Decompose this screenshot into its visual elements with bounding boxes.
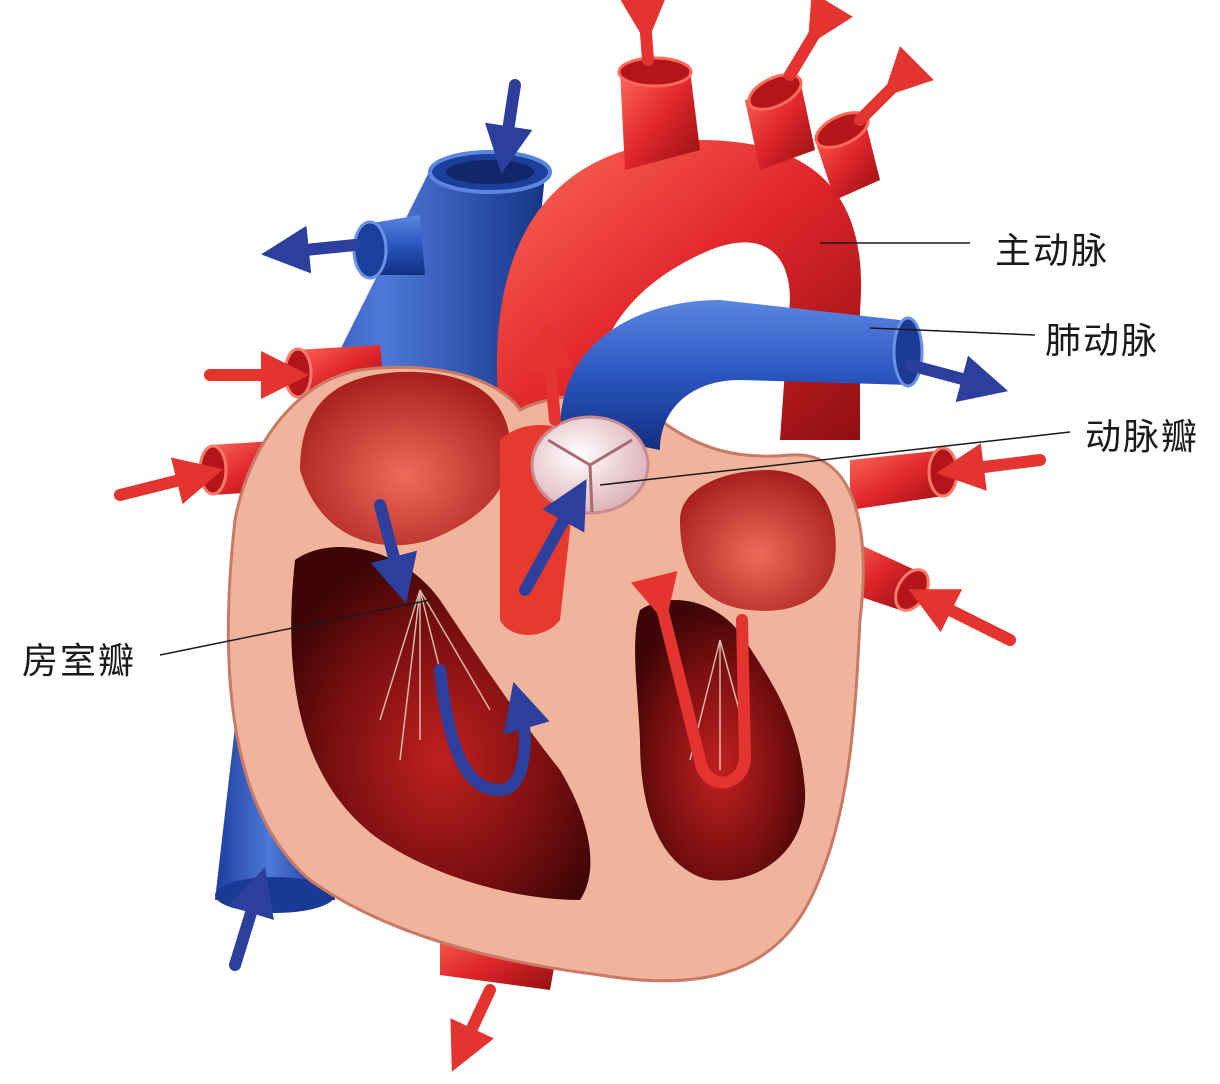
pulmonary-artery: [560, 300, 910, 450]
right-atrium: [300, 371, 511, 546]
leader-av-valve: [159, 599, 431, 656]
leader-pulmonary: [869, 327, 1036, 336]
flow-arrows-deoxygenated: [228, 79, 1009, 971]
leader-arterial-valve: [599, 431, 1071, 486]
label-arterial-valve: 动脉瓣: [1085, 417, 1200, 458]
flow-arrows-oxygenated: [114, 0, 1046, 1072]
arterial-valve: [530, 415, 650, 515]
right-ventricle: [291, 547, 591, 900]
label-aorta: 主动脉: [995, 231, 1110, 272]
leader-lines: [159, 242, 1071, 656]
left-atrium: [680, 470, 836, 611]
label-pulmonary-artery: 肺动脉: [1045, 321, 1160, 362]
label-atrioventricular-valve: 房室瓣: [22, 641, 137, 682]
